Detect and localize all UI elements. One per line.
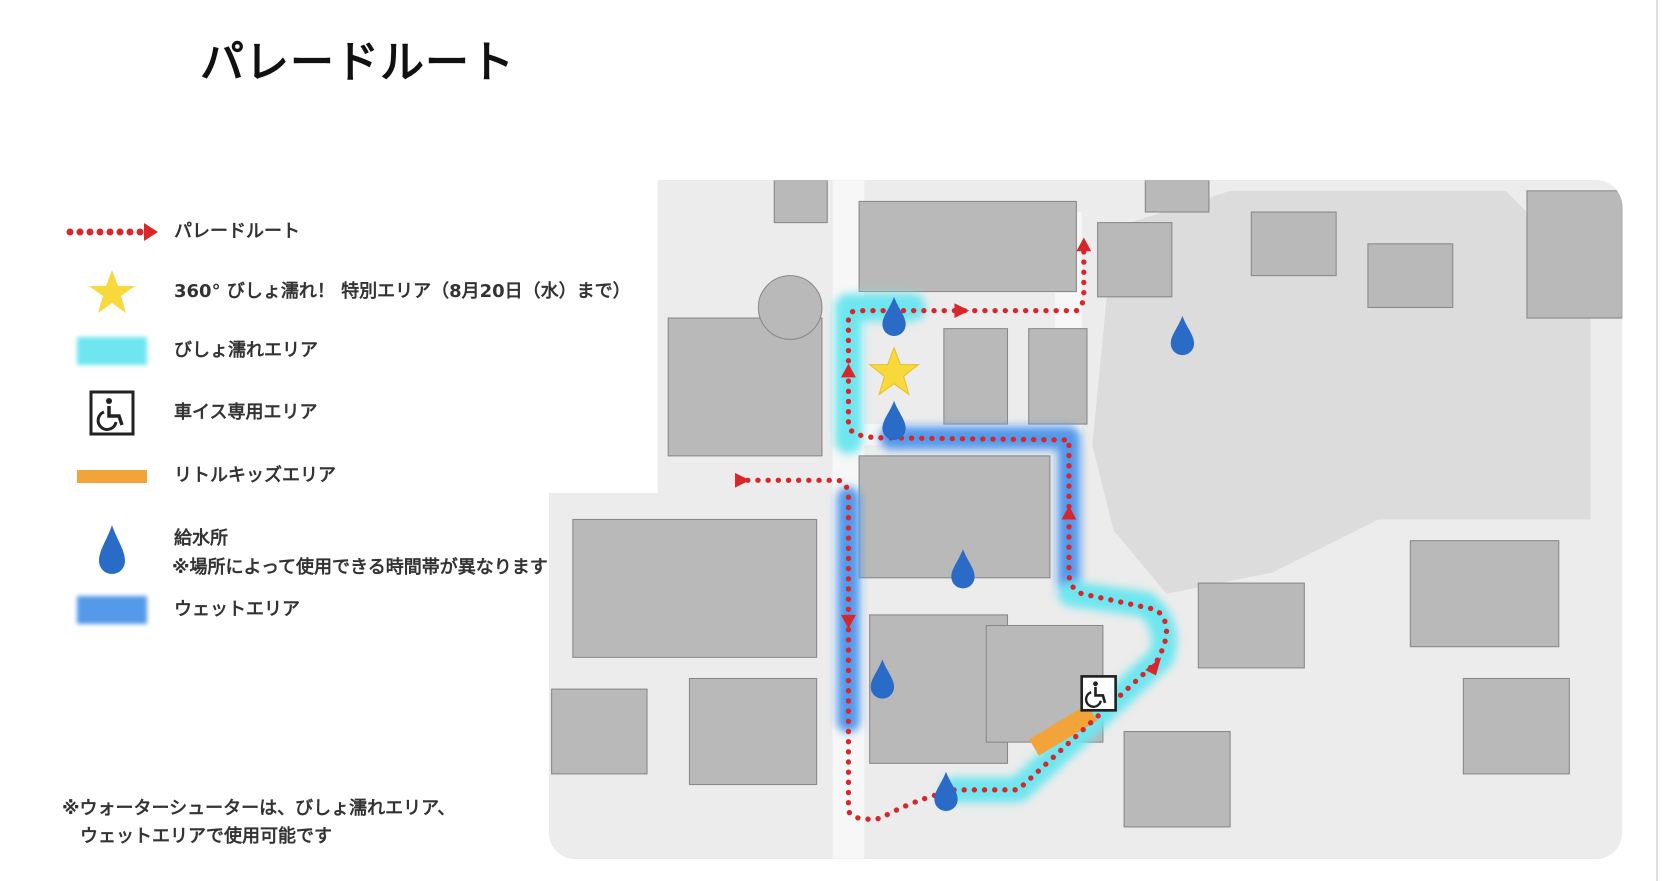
wheelchair-icon (62, 388, 162, 438)
note-line-1: ※ウォーターシューターは、びしょ濡れエリア、 (62, 798, 456, 819)
legend-item-special-area: 360° びしょ濡れ！ 特別エリア（8月20日（水）まで） (0, 267, 640, 317)
legend-label: 車イス専用エリア (174, 402, 318, 423)
legend-label: リトルキッズエリア (174, 465, 336, 486)
legend-item-wet-area: ウェットエリア (0, 585, 640, 635)
cyan-area-swatch (62, 326, 162, 376)
legend-label: 360° びしょ濡れ！ 特別エリア（8月20日（水）まで） (174, 281, 631, 302)
star-icon (62, 267, 162, 317)
legend-label: ウェットエリア (174, 599, 300, 620)
water-drop-icon (62, 515, 162, 585)
note-line-2: ウェットエリアで使用可能です (80, 826, 332, 847)
legend-label: パレードルート (174, 221, 300, 242)
page-edge-divider (1656, 0, 1658, 881)
blue-area-swatch (62, 585, 162, 635)
page-title: パレードルート (200, 37, 515, 88)
legend-label: びしょ濡れエリア (174, 340, 318, 361)
legend-item-soaked-area: びしょ濡れエリア (0, 326, 640, 376)
park-map (549, 180, 1622, 859)
orange-area-swatch (62, 451, 162, 501)
legend-sublabel: ※場所によって使用できる時間帯が異なります (172, 557, 548, 578)
parade-route-arrow-icon (62, 207, 162, 257)
legend-item-parade-route: パレードルート (0, 207, 640, 257)
legend-item-little-kids-area: リトルキッズエリア (0, 451, 640, 501)
legend-item-wheelchair-area: 車イス専用エリア (0, 388, 640, 438)
water-shooter-note: ※ウォーターシューターは、びしょ濡れエリア、 ウェットエリアで使用可能です (62, 795, 455, 851)
legend-label: 給水所 (174, 528, 228, 549)
legend-item-water-station: 給水所 ※場所によって使用できる時間帯が異なります (0, 515, 640, 585)
